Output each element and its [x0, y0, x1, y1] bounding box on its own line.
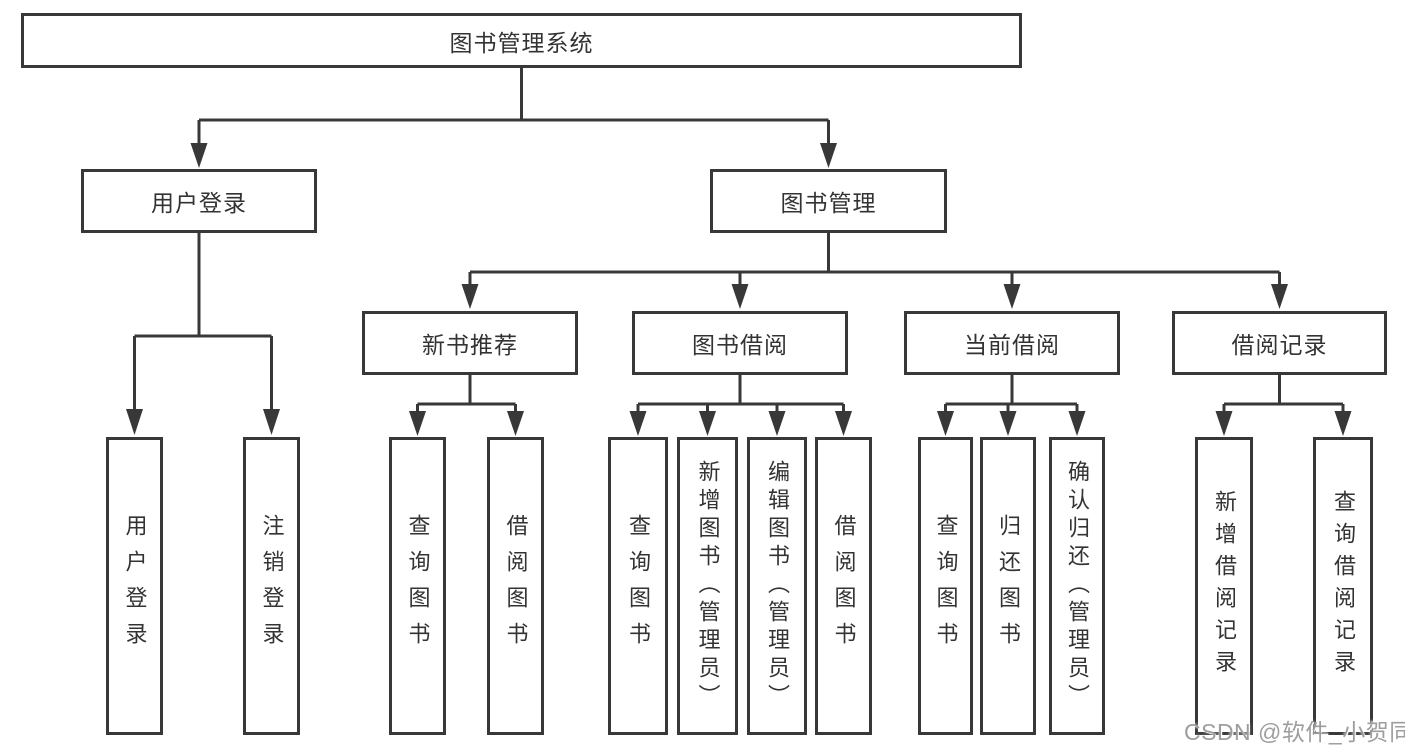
node-leaf-borrow-books-2-label: 借阅图书	[831, 514, 857, 658]
arrow-down-icon	[937, 411, 954, 436]
node-user-login-group-label: 用户登录	[151, 190, 247, 216]
arrow-down-icon	[507, 411, 524, 436]
node-leaf-query-books-1: 查询图书	[389, 437, 446, 735]
node-leaf-query-books-3: 查询图书	[918, 437, 973, 735]
node-leaf-add-books-admin-label: 新增图书（管理员）	[695, 460, 721, 712]
node-leaf-borrow-books-1-label: 借阅图书	[503, 514, 529, 658]
node-leaf-user-login-label: 用户登录	[122, 514, 148, 658]
arrow-down-icon	[629, 411, 647, 436]
node-library-system-label: 图书管理系统	[449, 29, 594, 56]
arrow-down-icon	[999, 411, 1017, 436]
node-leaf-borrow-books-1: 借阅图书	[487, 437, 544, 735]
node-leaf-confirm-return-admin-label: 确认归还（管理员）	[1065, 460, 1090, 712]
arrow-down-icon	[1215, 411, 1233, 436]
node-new-book-recommend-label: 新书推荐	[422, 332, 518, 358]
node-current-borrow-label: 当前借阅	[964, 332, 1060, 358]
node-borrow-records: 借阅记录	[1172, 311, 1387, 375]
node-book-borrow: 图书借阅	[632, 311, 848, 375]
node-leaf-query-books-2-label: 查询图书	[626, 514, 651, 658]
arrow-down-icon	[1334, 411, 1352, 436]
node-leaf-add-books-admin: 新增图书（管理员）	[677, 437, 738, 735]
connector-new-book-recommend-children	[409, 375, 524, 436]
node-leaf-logout: 注销登录	[243, 437, 300, 735]
arrow-down-icon	[126, 409, 143, 435]
node-leaf-query-books-3-label: 查询图书	[933, 514, 959, 658]
node-leaf-query-borrow-record-label: 查询借阅记录	[1331, 490, 1356, 682]
connector-root-to-level2	[190, 68, 837, 168]
node-leaf-confirm-return-admin: 确认归还（管理员）	[1049, 437, 1105, 735]
node-book-management-label: 图书管理	[780, 190, 877, 216]
node-borrow-records-label: 借阅记录	[1231, 332, 1328, 358]
node-leaf-query-books-1-label: 查询图书	[405, 514, 431, 658]
node-leaf-return-books-label: 归还图书	[996, 514, 1021, 658]
connector-user-login-children	[126, 233, 280, 435]
arrow-down-icon	[409, 411, 426, 436]
node-leaf-edit-books-admin: 编辑图书（管理员）	[747, 437, 807, 735]
node-current-borrow: 当前借阅	[904, 311, 1120, 375]
node-leaf-add-borrow-record: 新增借阅记录	[1195, 437, 1253, 735]
connector-book-management-children	[461, 233, 1288, 309]
node-book-borrow-label: 图书借阅	[692, 332, 788, 358]
node-book-management: 图书管理	[710, 169, 947, 233]
arrow-down-icon	[461, 284, 479, 309]
node-library-system: 图书管理系统	[21, 13, 1022, 68]
arrow-down-icon	[1271, 284, 1288, 309]
node-leaf-borrow-books-2: 借阅图书	[815, 437, 872, 735]
node-leaf-add-borrow-record-label: 新增借阅记录	[1212, 490, 1237, 682]
arrow-down-icon	[263, 409, 280, 435]
arrow-down-icon	[731, 284, 749, 309]
node-new-book-recommend: 新书推荐	[362, 311, 578, 375]
node-leaf-user-login: 用户登录	[106, 437, 163, 735]
csdn-watermark: CSDN @软件_小贺同学	[1184, 719, 1405, 745]
arrow-down-icon	[1068, 411, 1086, 436]
connector-borrow-records-children	[1215, 375, 1352, 436]
node-leaf-query-borrow-record: 查询借阅记录	[1313, 437, 1373, 735]
arrow-down-icon	[1003, 284, 1021, 309]
node-leaf-return-books: 归还图书	[980, 437, 1036, 735]
node-leaf-query-books-2: 查询图书	[608, 437, 668, 735]
node-user-login-group: 用户登录	[81, 169, 317, 233]
arrow-down-icon	[768, 411, 786, 436]
node-leaf-edit-books-admin-label: 编辑图书（管理员）	[765, 460, 790, 712]
arrow-down-icon	[835, 411, 852, 436]
arrow-down-icon	[699, 411, 716, 436]
arrow-down-icon	[820, 143, 837, 168]
arrow-down-icon	[190, 143, 208, 168]
connector-book-borrow-children	[629, 375, 852, 436]
node-leaf-logout-label: 注销登录	[259, 514, 285, 658]
connector-current-borrow-children	[937, 375, 1086, 436]
